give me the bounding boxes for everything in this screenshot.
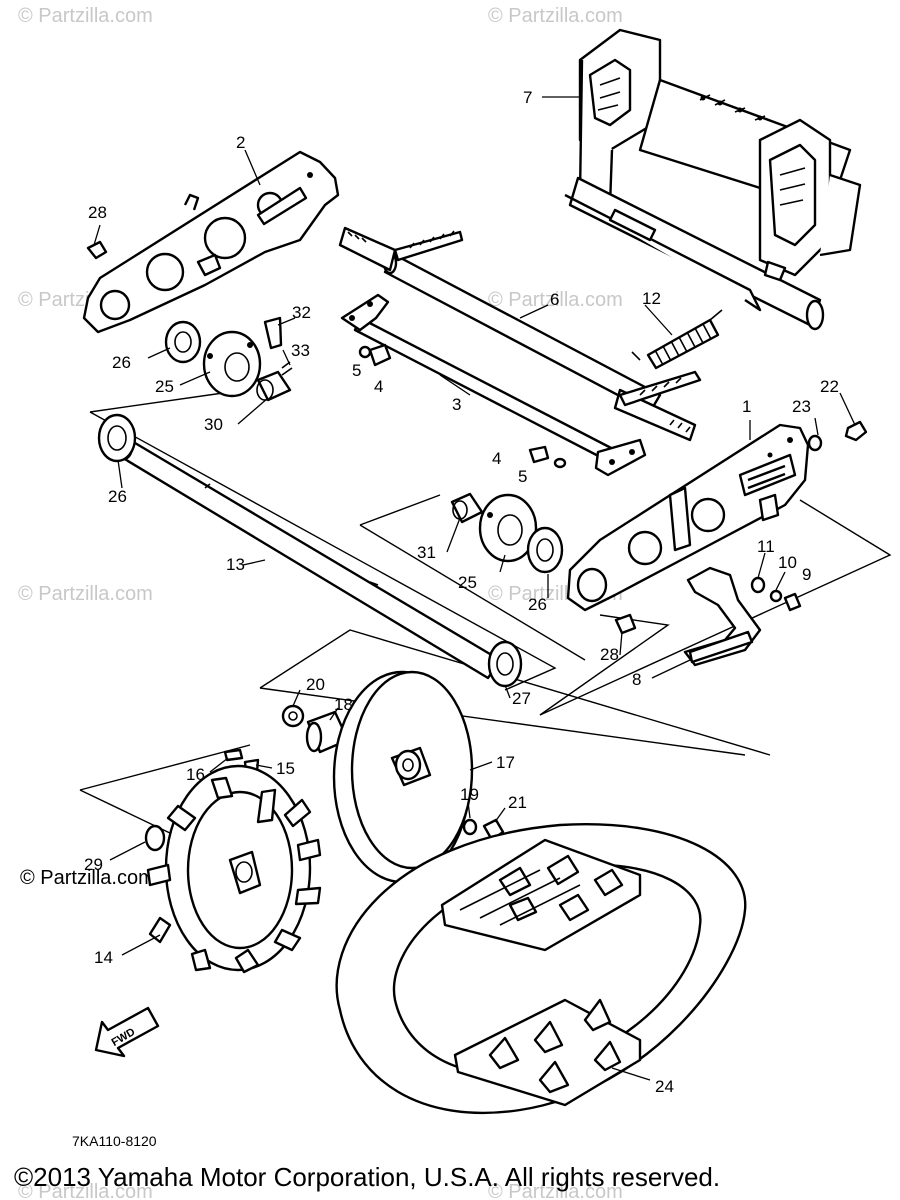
- watermark: © Partzilla.com: [488, 289, 623, 311]
- callout-label: 29: [84, 855, 103, 874]
- small-fasteners: [86, 240, 868, 635]
- part-6-upper-shaft: [338, 226, 702, 442]
- part-1-right-arm: [566, 423, 810, 612]
- callout-label: 25: [155, 377, 174, 396]
- leader-lines: [93, 96, 856, 1081]
- callout-label: 5: [518, 467, 527, 486]
- callout-label: 4: [492, 449, 501, 468]
- callout-label: 2: [236, 133, 245, 152]
- callout-label: 33: [291, 341, 310, 360]
- callout-labels: 1 2 3 4 4 5 5 6 7 8 9 10 11 12 13 14 15 …: [84, 88, 839, 1096]
- callout-label: 6: [550, 290, 559, 309]
- part-4-5-fasteners: [358, 343, 567, 469]
- callout-label: 23: [792, 397, 811, 416]
- part-7-frame: [564, 28, 862, 331]
- part-17-wheel: [332, 670, 474, 884]
- part-3-shaft: [340, 293, 647, 477]
- callout-label: 15: [276, 759, 295, 778]
- callout-label: 31: [417, 543, 436, 562]
- callout-label: 13: [226, 555, 245, 574]
- callout-label: 26: [108, 487, 127, 506]
- callout-label: 26: [112, 353, 131, 372]
- callout-label: 8: [632, 670, 641, 689]
- left-hub-group: [164, 316, 293, 402]
- callout-label: 16: [186, 765, 205, 784]
- callout-label: 25: [458, 573, 477, 592]
- callout-label: 17: [496, 753, 515, 772]
- callout-label: 4: [374, 377, 383, 396]
- callout-label: 19: [460, 785, 479, 804]
- callout-label: 3: [452, 395, 461, 414]
- part-13-axle: [97, 413, 523, 688]
- part-14-sprocket: [146, 764, 322, 974]
- callout-label: 24: [655, 1077, 674, 1096]
- callout-label: 18: [334, 695, 353, 714]
- watermark-dark: © Partzilla.com: [20, 867, 155, 889]
- callout-label: 27: [512, 689, 531, 708]
- right-hub-group: [450, 492, 564, 574]
- callout-label: 10: [778, 553, 797, 572]
- part-2-left-arm: [82, 150, 340, 334]
- callout-label: 11: [757, 537, 775, 556]
- part-8-bracket: [683, 566, 762, 667]
- fwd-arrow-icon: FWD: [94, 1006, 160, 1058]
- callout-label: 28: [600, 645, 619, 664]
- part-12-spring: [631, 309, 723, 370]
- callout-label: 28: [88, 203, 107, 222]
- watermark: © Partzilla.com: [18, 1181, 153, 1200]
- callout-label: 32: [292, 303, 311, 322]
- callout-label: 9: [802, 565, 811, 584]
- callout-label: 30: [204, 415, 223, 434]
- callout-label: 7: [523, 88, 532, 107]
- callout-label: 5: [352, 361, 361, 380]
- part-24-track: [335, 823, 747, 1115]
- callout-label: 20: [306, 675, 325, 694]
- watermark: © Partzilla.com: [18, 5, 153, 27]
- callout-label: 21: [508, 793, 527, 812]
- watermark: © Partzilla.com: [18, 583, 153, 605]
- callout-label: 12: [642, 289, 661, 308]
- callout-label: 22: [820, 377, 839, 396]
- diagram-code: 7KA110-8120: [72, 1133, 157, 1149]
- callout-label: 26: [528, 595, 547, 614]
- watermark: © Partzilla.com: [488, 1181, 623, 1200]
- watermark: © Partzilla.com: [488, 5, 623, 27]
- callout-label: 1: [742, 397, 751, 416]
- callout-label: 14: [94, 948, 113, 967]
- copyright-notice: ©2013 Yamaha Motor Corporation, U.S.A. A…: [14, 1162, 720, 1192]
